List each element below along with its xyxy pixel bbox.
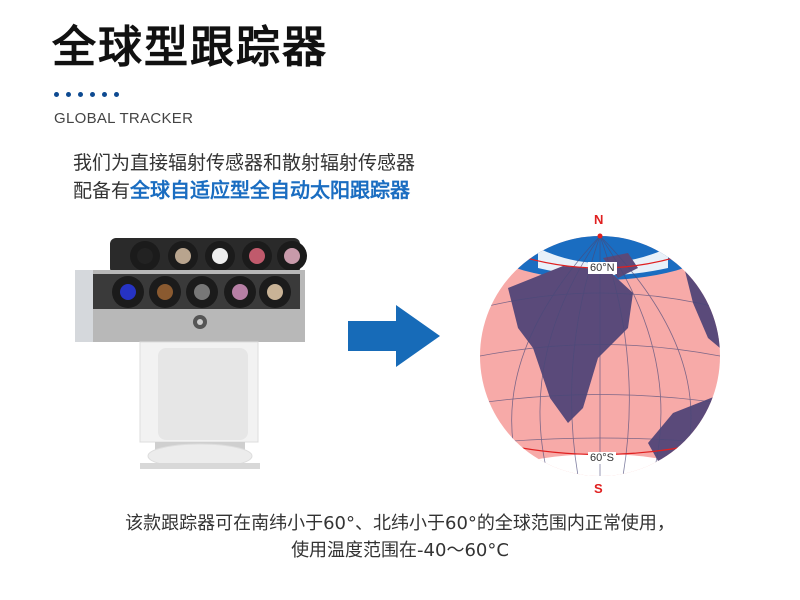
intro-line-1: 我们为直接辐射传感器和散射辐射传感器 (73, 152, 416, 174)
south-label: S (594, 481, 603, 496)
description-line-2: 使用温度范围在-40～60°C (291, 540, 509, 561)
dot (78, 92, 83, 97)
lens-row-top (110, 238, 307, 274)
right-arrow-icon (348, 305, 440, 367)
page-title: 全球型跟踪器 (52, 22, 328, 73)
dot (114, 92, 119, 97)
page-subtitle: GLOBAL TRACKER (54, 110, 194, 127)
intro-line-2-prefix: 配备有 (73, 180, 131, 202)
lens-row-bottom (112, 276, 291, 308)
intro-text: 我们为直接辐射传感器和散射辐射传感器 配备有全球自适应型全自动太阳跟踪器 (73, 150, 415, 205)
dot (54, 92, 59, 97)
dot (102, 92, 107, 97)
intro-line-2: 配备有全球自适应型全自动太阳跟踪器 (73, 177, 415, 205)
latitude-60n-label: 60°N (588, 262, 617, 274)
description-text: 该款跟踪器可在南纬小于60°、北纬小于60°的全球范围内正常使用， 使用温度范围… (0, 510, 800, 564)
north-label: N (594, 212, 604, 227)
decorative-dots (54, 92, 119, 97)
latitude-60s-label: 60°S (588, 452, 616, 464)
intro-highlight: 全球自适应型全自动太阳跟踪器 (130, 178, 411, 202)
dot (66, 92, 71, 97)
dot (90, 92, 95, 97)
globe-map-image (480, 233, 720, 476)
solar-tracker-device-image (75, 238, 307, 469)
description-line-1: 该款跟踪器可在南纬小于60°、北纬小于60°的全球范围内正常使用， (125, 513, 675, 534)
